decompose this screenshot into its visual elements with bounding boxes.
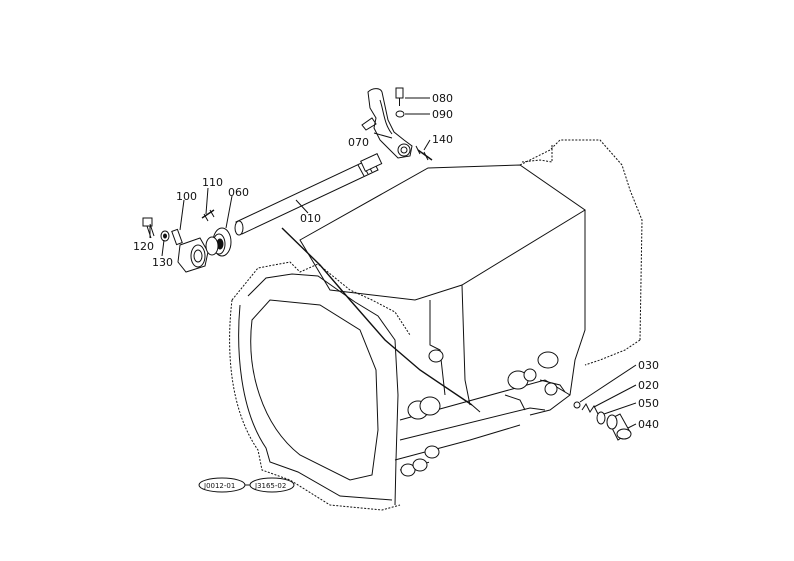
callout-010: 010 xyxy=(300,212,321,225)
callout-110: 110 xyxy=(202,176,223,189)
leader-lines xyxy=(149,97,637,486)
callout-030: 030 xyxy=(638,359,659,372)
detent-assembly xyxy=(573,401,632,441)
pin-110 xyxy=(201,209,215,219)
callout-050: 050 xyxy=(638,397,659,410)
ball-030 xyxy=(573,401,581,409)
spring-020 xyxy=(581,403,599,415)
bolt-080 xyxy=(395,87,404,99)
callout-090: 090 xyxy=(432,108,453,121)
callout-140: 140 xyxy=(432,133,453,146)
callout-070: 070 xyxy=(348,136,369,149)
washer-090 xyxy=(395,110,405,118)
callout-labels: 080 090 070 140 010 060 110 100 120 130 … xyxy=(133,92,659,431)
callout-120: 120 xyxy=(133,240,154,253)
shift-rod-assembly xyxy=(142,87,481,413)
ref-tag-2: J3165-02 xyxy=(254,482,286,490)
ref-tag-1: J0012-01 xyxy=(203,482,235,490)
callout-040: 040 xyxy=(638,418,659,431)
transmission-housing xyxy=(229,139,643,511)
callout-020: 020 xyxy=(638,379,659,392)
callout-080: 080 xyxy=(432,92,453,105)
callout-060: 060 xyxy=(228,186,249,199)
shift-fork xyxy=(367,88,413,159)
callout-100: 100 xyxy=(176,190,197,203)
washer-050 xyxy=(596,411,606,425)
callout-130: 130 xyxy=(152,256,173,269)
reference-tags: J0012-01 J3165-02 xyxy=(198,477,295,493)
